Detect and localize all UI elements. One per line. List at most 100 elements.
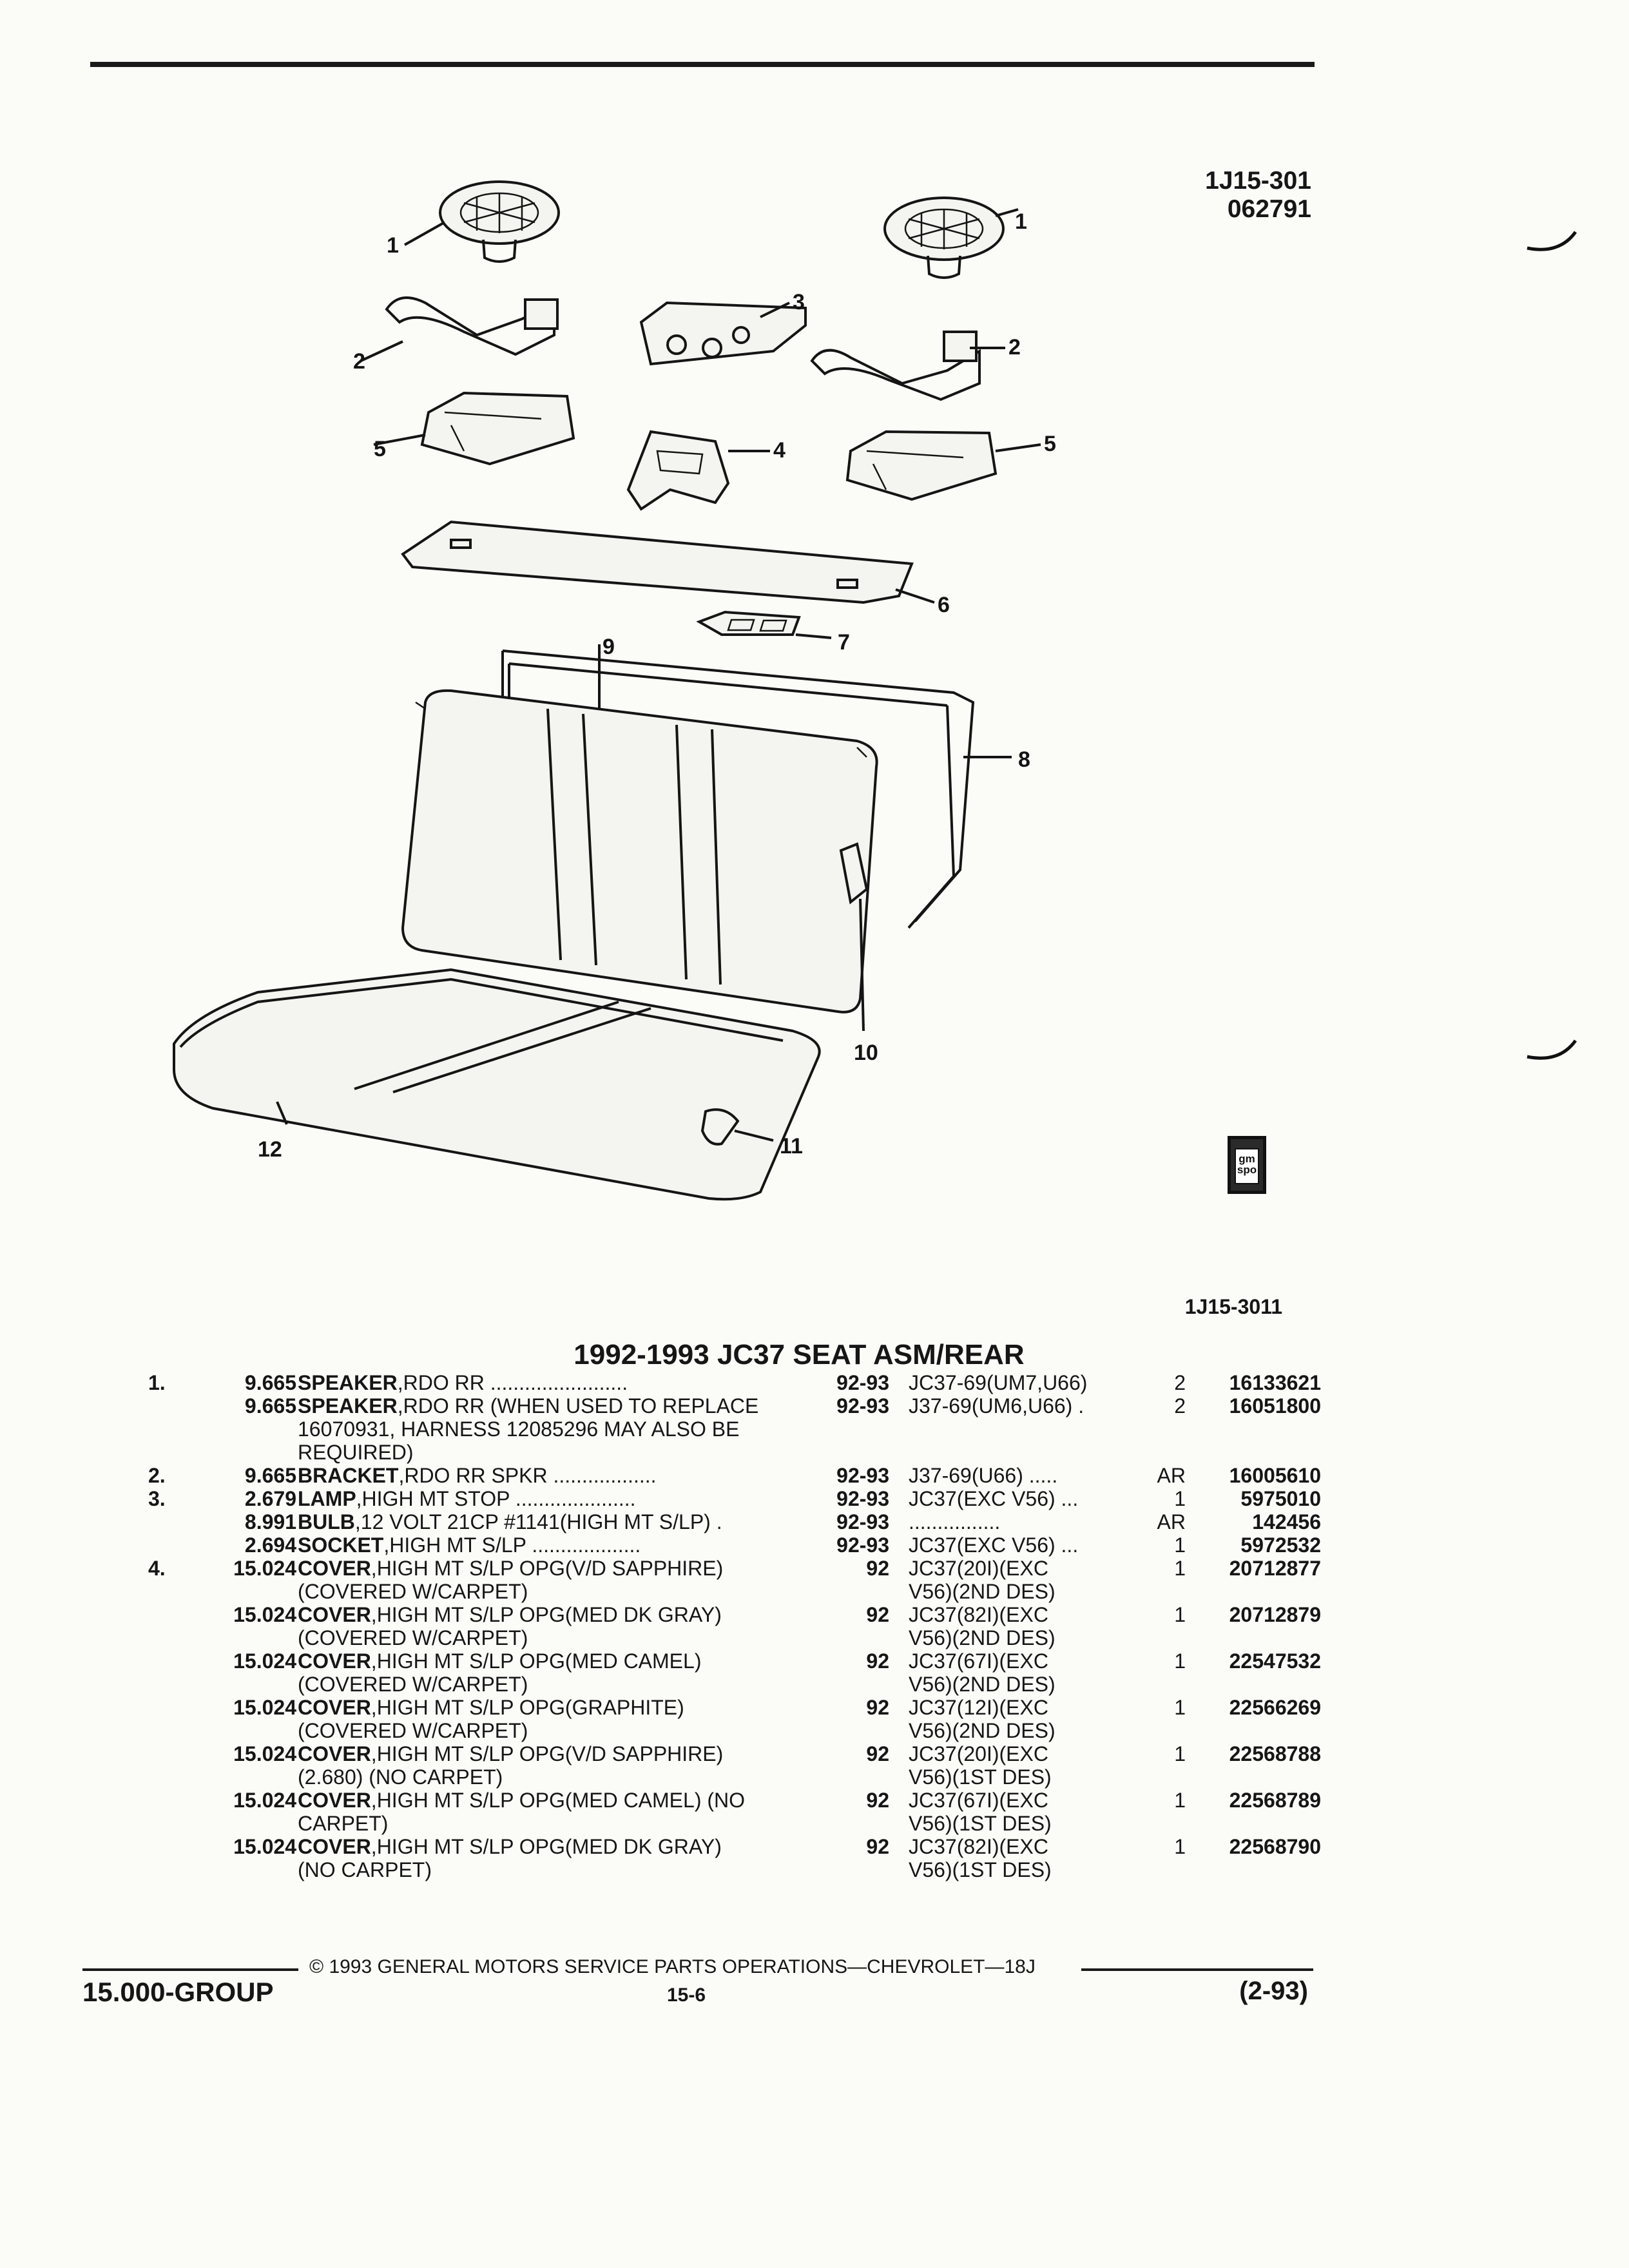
part-detail: ,HIGH MT S/LP OPG(GRAPHITE) (COVERED W/C… (298, 1696, 684, 1742)
part-description: LAMP,HIGH MT STOP ..................... (298, 1487, 813, 1510)
part-number: 142456 (1252, 1510, 1321, 1533)
part-description: SPEAKER,RDO RR (WHEN USED TO REPLACE 160… (298, 1394, 813, 1464)
years: 92-93 (836, 1533, 889, 1557)
part-detail: ,HIGH MT S/LP ................... (383, 1533, 641, 1557)
part-name: BULB (298, 1510, 355, 1533)
group-number: 8.991 (244, 1510, 296, 1533)
model-usage: JC37(20I)(EXC V56)(1ST DES) (909, 1742, 1052, 1789)
part-detail: ,12 VOLT 21CP #1141(HIGH MT S/LP) . (354, 1510, 722, 1533)
years: 92-93 (836, 1371, 889, 1394)
figure-number: 1J15-3011 (1184, 1295, 1282, 1318)
part-number: 22566269 (1229, 1696, 1321, 1719)
part-description: COVER,HIGH MT S/LP OPG(V/D SAPPHIRE) (2.… (298, 1742, 813, 1789)
top-rule (90, 62, 1315, 67)
model-usage: JC37(82I)(EXC V56)(1ST DES) (909, 1835, 1052, 1881)
part-name: SPEAKER (298, 1371, 398, 1394)
callout-10: 10 (854, 1041, 878, 1065)
callout-7: 7 (838, 630, 850, 655)
callout-5-right: 5 (1044, 432, 1056, 456)
part-description: COVER,HIGH MT S/LP OPG(MED DK GRAY) (NO … (298, 1835, 813, 1881)
years: 92 (866, 1835, 889, 1858)
group-number: 15.024 (233, 1603, 296, 1626)
item-number: 1. (148, 1371, 166, 1394)
part-number: 16051800 (1229, 1394, 1321, 1418)
model-usage: J37-69(UM6,U66) . (909, 1394, 1084, 1418)
quantity: 2 (1174, 1394, 1186, 1418)
part-detail: ,HIGH MT S/LP OPG(MED DK GRAY) (COVERED … (298, 1603, 722, 1649)
callout-2-left: 2 (353, 349, 365, 374)
seat-cushion (173, 968, 821, 1201)
part-name: COVER (298, 1603, 371, 1626)
model-usage: JC37(12I)(EXC V56)(2ND DES) (909, 1696, 1055, 1742)
part-detail: ,HIGH MT S/LP OPG(V/D SAPPHIRE) (2.680) … (298, 1742, 724, 1789)
quantity: 1 (1174, 1603, 1186, 1626)
callout-6: 6 (938, 593, 950, 617)
part-detail: ,HIGH MT STOP ..................... (356, 1487, 636, 1510)
group-number: 15.024 (233, 1557, 296, 1580)
part-number: 20712879 (1229, 1603, 1321, 1626)
model-usage: ................ (909, 1510, 1001, 1533)
part-name: COVER (298, 1789, 371, 1812)
part-detail: ,RDO RR ........................ (397, 1371, 628, 1394)
part-number: 20712877 (1229, 1557, 1321, 1580)
callout-1-left: 1 (387, 233, 399, 258)
part-name: COVER (298, 1835, 371, 1858)
quantity: 1 (1174, 1742, 1186, 1765)
group-number: 15.024 (233, 1742, 296, 1765)
cover-left (373, 391, 575, 466)
bracket-right (810, 331, 1005, 401)
callout-8: 8 (1018, 747, 1030, 772)
years: 92 (866, 1603, 889, 1626)
model-usage: JC37(EXC V56) ... (909, 1487, 1079, 1510)
quantity: 2 (1174, 1371, 1186, 1394)
group-number: 9.665 (244, 1371, 296, 1394)
footer-copyright: © 1993 GENERAL MOTORS SERVICE PARTS OPER… (309, 1956, 1036, 1977)
part-detail: ,HIGH MT S/LP OPG(MED CAMEL) (COVERED W/… (298, 1649, 702, 1696)
years: 92 (866, 1557, 889, 1580)
quantity: 1 (1174, 1533, 1186, 1557)
part-name: SPEAKER (298, 1394, 398, 1418)
quantity: 1 (1174, 1835, 1186, 1858)
part-description: SPEAKER,RDO RR ........................ (298, 1371, 813, 1394)
seat-back (401, 644, 878, 1032)
part-detail: ,RDO RR (WHEN USED TO REPLACE 16070931, … (298, 1394, 759, 1464)
part-number: 5975010 (1240, 1487, 1321, 1510)
stop-lamp (639, 301, 807, 366)
illustration-date: 062791 (1227, 195, 1311, 223)
years: 92 (866, 1789, 889, 1812)
part-number: 22568788 (1229, 1742, 1321, 1765)
rear-panel (401, 520, 935, 604)
part-description: COVER,HIGH MT S/LP OPG(V/D SAPPHIRE) (CO… (298, 1557, 813, 1603)
years: 92 (866, 1696, 889, 1719)
lamp-cover (626, 430, 770, 511)
model-usage: JC37(20I)(EXC V56)(2ND DES) (909, 1557, 1055, 1603)
part-description: COVER,HIGH MT S/LP OPG(MED DK GRAY) (COV… (298, 1603, 813, 1649)
model-usage: JC37(67I)(EXC V56)(2ND DES) (909, 1649, 1055, 1696)
seat-frame (501, 649, 1012, 929)
speaker-left (404, 180, 560, 263)
years: 92 (866, 1649, 889, 1673)
speaker-right (883, 197, 1019, 279)
item-number: 3. (148, 1487, 166, 1510)
part-name: COVER (298, 1557, 371, 1580)
part-name: LAMP (298, 1487, 356, 1510)
part-description: SOCKET,HIGH MT S/LP ................... (298, 1533, 813, 1557)
group-number: 15.024 (233, 1649, 296, 1673)
quantity: 1 (1174, 1696, 1186, 1719)
group-number: 15.024 (233, 1789, 296, 1812)
part-description: COVER,HIGH MT S/LP OPG(MED CAMEL) (COVER… (298, 1649, 813, 1696)
illustration-number: 1J15-301 (1205, 167, 1311, 195)
part-number: 22547532 (1229, 1649, 1321, 1673)
years: 92-93 (836, 1464, 889, 1487)
